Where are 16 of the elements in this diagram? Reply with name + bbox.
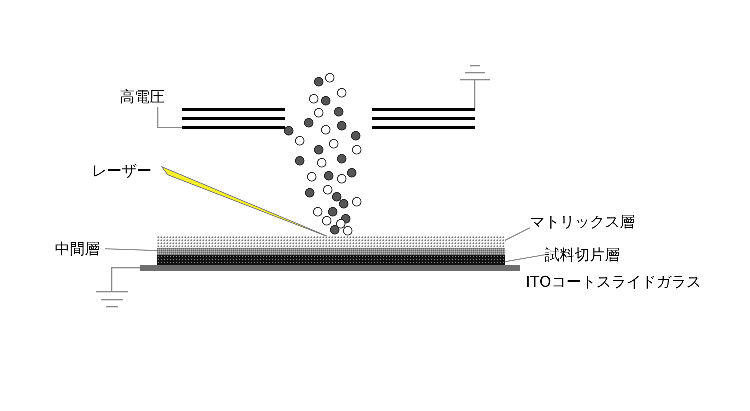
sample-section-layer: [157, 255, 505, 265]
leader-line: [158, 107, 182, 128]
leader-line: [504, 254, 546, 263]
electrode-plates: [182, 107, 285, 130]
text-label: レーザー: [92, 161, 152, 181]
layer-label: 中間層: [55, 239, 105, 259]
voltage-label: 高電圧: [120, 87, 176, 107]
leader-line: [104, 248, 158, 252]
slide-glass: [140, 265, 520, 271]
intermediate-layer: [157, 248, 505, 255]
matrix-layer: [157, 236, 505, 248]
leader-line: [504, 228, 530, 242]
electrode-plates: [372, 107, 475, 130]
layer-label: 試料切片層: [545, 245, 641, 265]
text-label: ITOコートスライドガラス: [526, 272, 702, 292]
layer-label: マトリックス層: [530, 212, 646, 232]
